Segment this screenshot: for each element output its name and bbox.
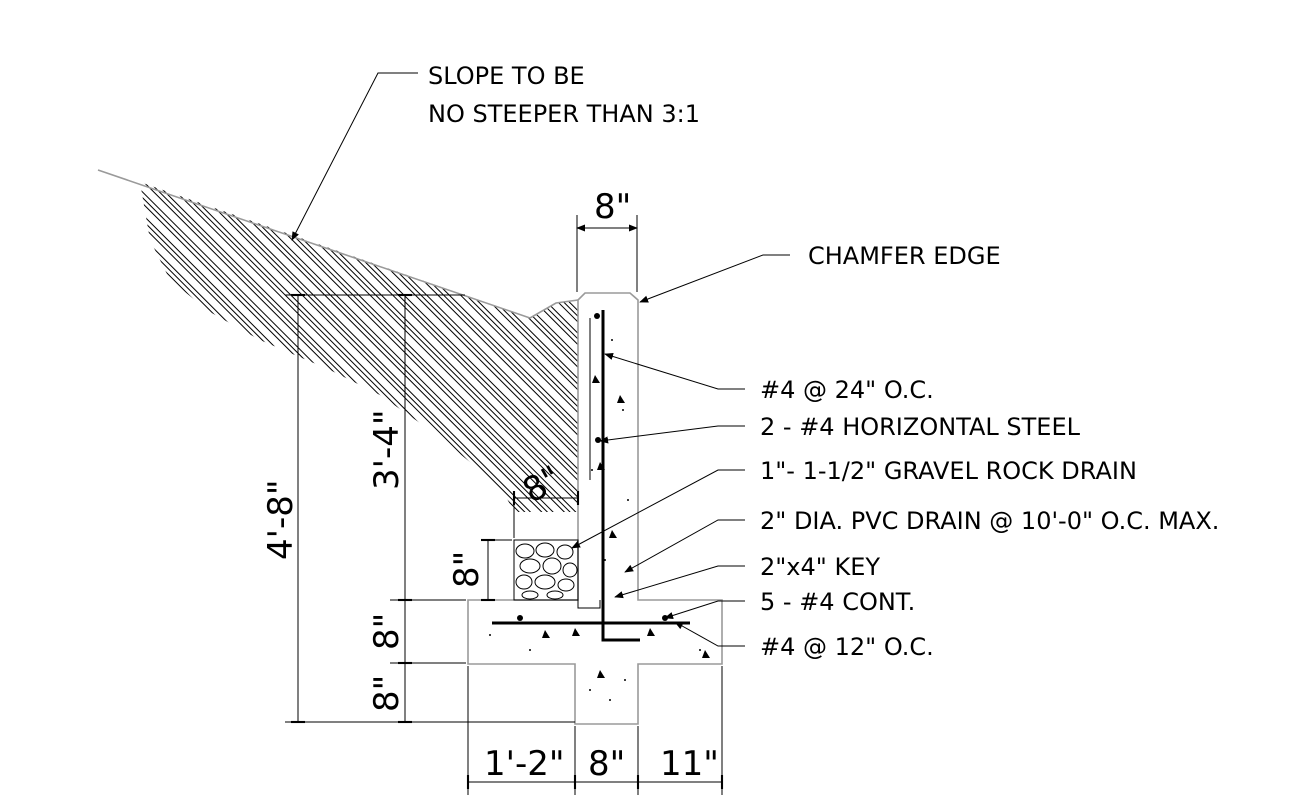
- note-slope-line2: NO STEEPER THAN 3:1: [428, 100, 700, 128]
- note-continuous-rebar: 5 - #4 CONT.: [760, 588, 915, 616]
- dim-footing-thickness: 8": [367, 613, 407, 650]
- note-pvc-drain: 2" DIA. PVC DRAIN @ 10'-0" O.C. MAX.: [760, 507, 1219, 535]
- dim-stem-width: 8": [588, 744, 625, 784]
- gravel-drain: [513, 539, 579, 601]
- dim-toe-width: 11": [660, 744, 719, 784]
- dim-gravel-height: 8": [447, 551, 487, 588]
- ground-slope-line: [97, 169, 579, 319]
- soil-hatch: [140, 182, 578, 512]
- dimension-lines: [285, 215, 724, 795]
- note-key: 2"x4" KEY: [760, 553, 880, 581]
- dim-wall-width-top: 8": [594, 187, 631, 227]
- note-vertical-rebar: #4 @ 24" O.C.: [760, 376, 934, 404]
- note-horizontal-steel: 2 - #4 HORIZONTAL STEEL: [760, 413, 1081, 441]
- dim-total-height: 4'-8": [261, 479, 301, 560]
- note-gravel-drain: 1"- 1-1/2" GRAVEL ROCK DRAIN: [760, 457, 1137, 485]
- concrete-aggregate: [489, 314, 710, 701]
- note-footing-rebar: #4 @ 12" O.C.: [760, 633, 934, 661]
- dim-heel-width: 1'-2": [484, 744, 565, 784]
- note-slope-line1: SLOPE TO BE: [428, 62, 585, 90]
- dim-key-depth: 8": [367, 675, 407, 712]
- note-chamfer-edge: CHAMFER EDGE: [808, 242, 1001, 270]
- key-notch: [577, 600, 601, 609]
- leaders: [291, 72, 790, 647]
- dim-wall-height: 3'-4": [367, 409, 407, 490]
